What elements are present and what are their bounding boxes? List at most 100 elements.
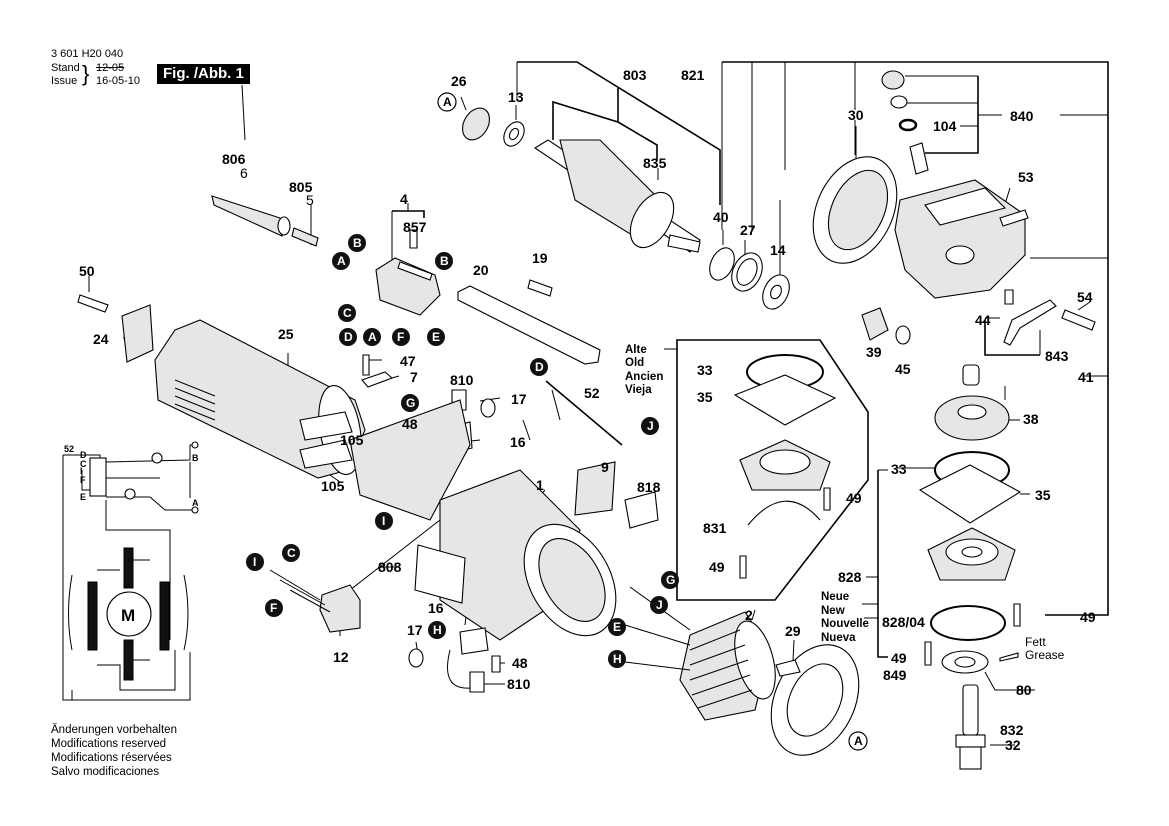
callout-7: 7 xyxy=(410,369,418,385)
marker-b-switch: B xyxy=(435,252,453,270)
callout-843: 843 xyxy=(1045,348,1069,364)
svg-text:J: J xyxy=(656,598,663,612)
callout-47: 47 xyxy=(400,353,416,369)
marker-j-cable52: J xyxy=(641,417,659,435)
version-labels: Alte Old Ancien Vieja Neue New Nouvelle … xyxy=(625,344,1065,662)
marker-e-switch: E xyxy=(427,328,445,346)
part-17-spring-top xyxy=(480,398,496,418)
callout-810-bottom: 810 xyxy=(507,676,531,692)
part-40-circlip xyxy=(709,247,735,281)
part-828-bearing-flange-new xyxy=(927,527,1016,581)
part-54-screw xyxy=(1061,309,1096,331)
callout-54: 54 xyxy=(1077,289,1093,305)
svg-text:I: I xyxy=(382,514,385,528)
part-20-switch-rod xyxy=(457,285,601,365)
callout-49-old-1: 49 xyxy=(846,490,862,506)
wiring-label-52: 52 xyxy=(64,444,74,454)
callout-104: 104 xyxy=(933,118,957,134)
marker-i-housing: I xyxy=(375,512,393,530)
part-805-cable-piece xyxy=(291,227,319,247)
callout-49-new: 49 xyxy=(1080,609,1096,625)
svg-text:C: C xyxy=(343,306,352,320)
callout-818: 818 xyxy=(637,479,661,495)
part-4-switch xyxy=(375,257,441,316)
svg-text:G: G xyxy=(406,396,415,410)
issue-date: 16-05-10 xyxy=(96,75,141,87)
svg-text:H: H xyxy=(433,623,442,637)
part-24-cable-clamp xyxy=(121,304,154,363)
callout-9: 9 xyxy=(601,459,609,475)
grease-label-de: Fett xyxy=(1025,635,1046,649)
connection-markers: A B A B C D A F E G D J I I C F H G J E … xyxy=(246,92,868,751)
svg-text:F: F xyxy=(270,601,277,615)
svg-text:E: E xyxy=(613,620,621,634)
callout-2: 2 xyxy=(745,607,753,623)
part-7-plate xyxy=(361,371,394,388)
stand-label: Stand xyxy=(51,62,80,74)
callout-53: 53 xyxy=(1018,169,1034,185)
part-bearing-flange-old xyxy=(739,439,831,491)
callout-13: 13 xyxy=(508,89,524,105)
callout-808: 808 xyxy=(378,559,402,575)
part-26-bearing-ring xyxy=(462,107,490,141)
marker-f-suppressor: F xyxy=(265,599,283,617)
callout-805: 805 xyxy=(289,179,313,195)
callout-12: 12 xyxy=(333,649,349,665)
part-843-lock-lever xyxy=(1003,299,1057,346)
callout-49-old-2: 49 xyxy=(709,559,725,575)
callout-39: 39 xyxy=(866,344,882,360)
callout-32: 32 xyxy=(1005,737,1021,753)
part-16-brush-holder-bottom xyxy=(459,627,489,655)
marker-d-switch: D xyxy=(339,328,357,346)
marker-j-coil: J xyxy=(650,596,668,614)
callout-821: 821 xyxy=(681,67,705,83)
part-818-switch-button xyxy=(624,491,659,529)
new-label-es: Nueva xyxy=(821,632,856,644)
marker-a-baffle: A xyxy=(848,731,868,751)
part-1-motor-housing xyxy=(349,399,617,641)
part-41-needle-bearing xyxy=(962,364,980,386)
part-52-cable xyxy=(545,380,623,446)
callout-52: 52 xyxy=(584,385,600,401)
svg-text:A: A xyxy=(368,330,377,344)
part-35-gasket-new xyxy=(918,464,1022,524)
svg-text:A: A xyxy=(443,95,452,109)
callout-33-old: 33 xyxy=(697,362,713,378)
part-808-label xyxy=(414,544,466,604)
part-29-fan-baffle xyxy=(770,644,860,756)
wiring-diagram: M 52 D C I F E B A xyxy=(62,441,199,701)
old-label-en: Old xyxy=(625,357,644,369)
wiring-terminal-b: B xyxy=(192,453,199,463)
marker-c-switch: C xyxy=(338,304,356,322)
callout-105-a: 105 xyxy=(340,432,364,448)
part-25-motor-housing xyxy=(154,319,366,479)
part-49-849-screw xyxy=(924,641,932,666)
notice-de: Änderungen vorbehalten xyxy=(51,724,177,736)
new-label-en: New xyxy=(821,605,845,617)
new-label-de: Neue xyxy=(821,591,849,603)
svg-text:F: F xyxy=(397,330,404,344)
marker-h-coil: H xyxy=(608,650,626,668)
marker-g-coil: G xyxy=(661,571,679,589)
callout-25: 25 xyxy=(278,326,294,342)
part-19-spring xyxy=(527,279,553,297)
marker-i-suppressor: I xyxy=(246,553,264,571)
old-label-fr: Ancien xyxy=(625,371,663,383)
callout-numbers: 26 13 803 835 821 30 40 27 14 104 840 53… xyxy=(79,67,1096,753)
issue-label: Issue xyxy=(51,75,78,87)
callout-857: 857 xyxy=(403,219,427,235)
callout-48-top: 48 xyxy=(402,416,418,432)
part-50-screw xyxy=(77,294,109,313)
grease-tube xyxy=(999,652,1019,662)
callout-19: 19 xyxy=(532,250,548,266)
svg-text:B: B xyxy=(353,236,362,250)
callout-45: 45 xyxy=(895,361,911,377)
callout-38: 38 xyxy=(1023,411,1039,427)
svg-text:I: I xyxy=(253,555,256,569)
callout-4: 4 xyxy=(400,191,408,207)
wiring-terminal-e: E xyxy=(80,492,86,502)
callout-105-b: 105 xyxy=(321,478,345,494)
part-104-o-ring xyxy=(898,118,918,132)
callout-33-new: 33 xyxy=(891,461,907,477)
stand-date: 12-05 xyxy=(96,62,125,74)
